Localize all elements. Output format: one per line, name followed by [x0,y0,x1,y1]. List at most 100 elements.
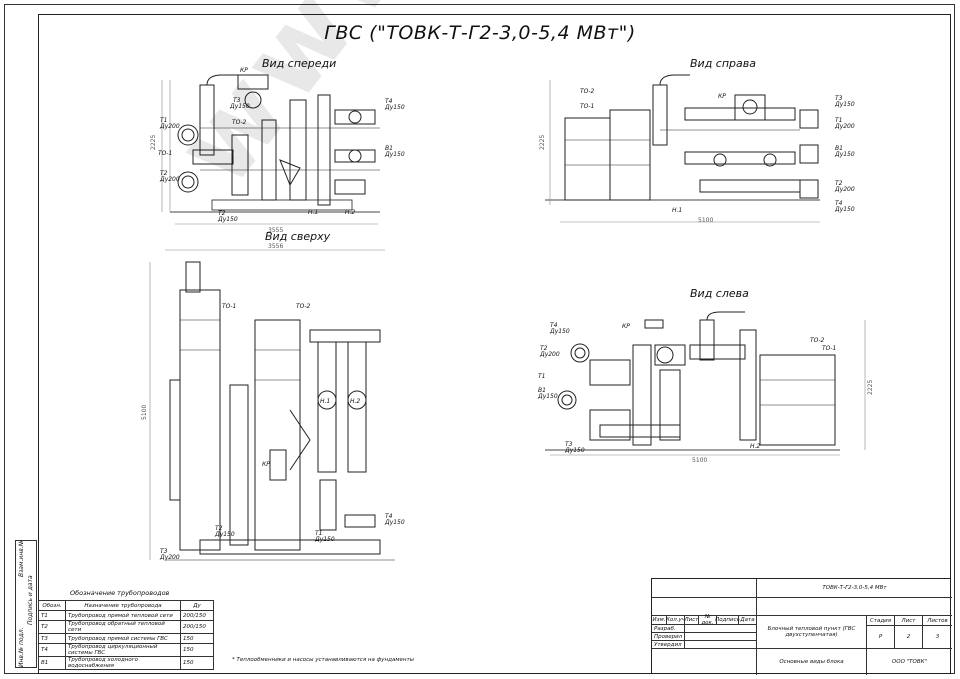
stamp-listov-label: Листов [922,615,952,625]
stamp-org: ООО "ТОВК" [866,648,952,675]
stamp-utverdil: Утвердил [652,640,684,648]
callout-to2-front: ТО-2 [232,119,247,126]
callout-du150-right-c: Ду150 [834,206,855,213]
callout-du150-left-a: Ду150 [549,328,570,335]
callout-n1-front: Н.1 [308,209,318,216]
legend-note: * Теплообменники и насосы устанавливаютс… [232,657,415,663]
stamp-stadia-label: Стадия [866,615,894,625]
callout-t3-front: Т3 [233,97,241,104]
stamp-razrab: Разраб. [652,624,684,632]
stamp-razrab-val [684,624,756,632]
callout-t2b-front: Т2 [218,210,226,217]
callout-t1-right: Т1 [835,117,842,124]
callout-v1-right: В1 [835,145,843,152]
legend-row: В1 Трубопровод холодного водоснабжения 1… [38,656,214,670]
callout-t2-front: Т2 [160,170,168,177]
legend-header-row: Обозн. Назначение трубопровода Ду [38,600,214,611]
legend-purpose: Трубопровод прямой тепловой сети [65,610,181,621]
legend-code: Т1 [38,610,66,621]
callout-t4-top: Т4 [385,513,393,520]
side-strip: Инв.№ подл. Подпись и дата Взам.инв.№ [15,540,37,668]
callout-du150-front-c: Ду150 [384,104,405,111]
callout-n2-top: Н.2 [350,398,360,405]
callout-kr-left: КР [622,323,630,330]
legend-row: Т1 Трубопровод прямой тепловой сети 200/… [38,610,214,621]
left-view [545,311,866,456]
legend-purpose: Трубопровод циркуляционный системы ГВС [65,643,181,657]
callout-du200-front-a: Ду200 [159,123,180,130]
side-inv-podl: Инв.№ подл. [18,627,25,668]
dim-right-h: 2225 [539,135,546,150]
callout-t4-right: Т4 [835,200,843,207]
legend-purpose: Трубопровод прямой системы ГВС [65,633,181,644]
side-vzam: Взам.инв.№ [18,540,25,577]
stamp-hdr-list: Лист [684,615,699,624]
view-label-right: Вид справа [690,57,756,70]
callout-t3-right: Т3 [835,95,843,102]
callout-t2-left: Т2 [540,345,548,352]
legend-table: Обозн. Назначение трубопровода Ду Т1 Тру… [38,600,214,670]
legend-du: 200/150 [180,620,214,634]
callout-t3-left: Т3 [565,441,573,448]
callout-n1-top: Н.1 [320,398,330,405]
side-podp-data: Подпись и дата [27,575,34,625]
callout-du150-right-a: Ду150 [834,101,855,108]
view-label-front: Вид спереди [262,57,337,70]
callout-du150-front-a: Ду150 [229,103,250,110]
callout-n2-left: Н.2 [750,443,760,450]
dim-front-w: 3555 [268,227,283,234]
callout-du150-front-b: Ду150 [217,216,238,223]
drawing-frame [38,14,951,674]
dim-left-h: 2225 [867,380,874,395]
stamp-sheet-title: Основные виды блока [756,648,866,675]
callout-du150-top-c: Ду150 [314,536,335,543]
callout-v1-front: В1 [385,145,393,152]
legend-purpose: Трубопровод холодного водоснабжения [65,656,181,670]
dim-top-w: 3556 [268,243,283,250]
stamp-hdr-podpis: Подпись [715,615,740,624]
callout-to2-top: ТО-2 [296,303,311,310]
legend-col-purpose: Назначение трубопровода [65,600,181,611]
stamp-list: 2 [894,625,922,648]
callout-du200-right-a: Ду200 [834,123,855,130]
pipe-legend: Обозн. Назначение трубопровода Ду Т1 Тру… [38,600,214,670]
legend-row: Т3 Трубопровод прямой системы ГВС 150 [38,633,214,644]
callout-n1-right: Н.1 [672,207,682,214]
callout-v1-left: В1 [538,387,546,394]
callout-t1-top: Т1 [315,530,322,537]
dim-front-h: 2225 [150,135,157,150]
callout-to1-top: ТО-1 [222,303,236,310]
legend-code: Т2 [38,620,66,634]
dim-left-w: 5100 [692,457,707,464]
callout-kr-front: КР [240,67,248,74]
legend-code: Т4 [38,643,66,657]
callout-du200-top: Ду200 [159,554,180,561]
stamp-hdr-koluch: Кол.уч [665,615,686,624]
dim-top-h: 5100 [141,405,148,420]
stamp-blank [652,648,756,675]
legend-du: 150 [180,633,214,644]
callout-to1-right: ТО-1 [580,103,594,110]
legend-row: Т4 Трубопровод циркуляционный системы ГВ… [38,643,214,657]
legend-code: В1 [38,656,66,670]
legend-col-code: Обозн. [38,600,66,611]
callout-t1-front: Т1 [160,117,167,124]
callout-t2-top: Т2 [215,525,223,532]
legend-col-du: Ду [180,600,214,611]
legend-code: Т3 [38,633,66,644]
legend-purpose: Трубопровод обратный тепловой сети [65,620,181,634]
callout-t4-front: Т4 [385,98,393,105]
callout-du150-left-c: Ду150 [564,447,585,454]
view-label-left: Вид слева [690,287,749,300]
top-view [149,249,395,561]
stamp-rev-grid-2 [652,597,756,615]
callout-t1-left: Т1 [538,373,545,380]
callout-du200-front-b: Ду200 [159,176,180,183]
callout-du150-right-b: Ду150 [834,151,855,158]
title-block: ТОВК-Т-Г2-3,0-5,4 МВт Изм. Кол.уч Лист №… [651,578,952,675]
callout-to1-left: ТО-1 [822,345,836,352]
callout-kr-right: КР [718,93,726,100]
stamp-rev-grid [652,579,756,597]
callout-to2-right: ТО-2 [580,88,595,95]
